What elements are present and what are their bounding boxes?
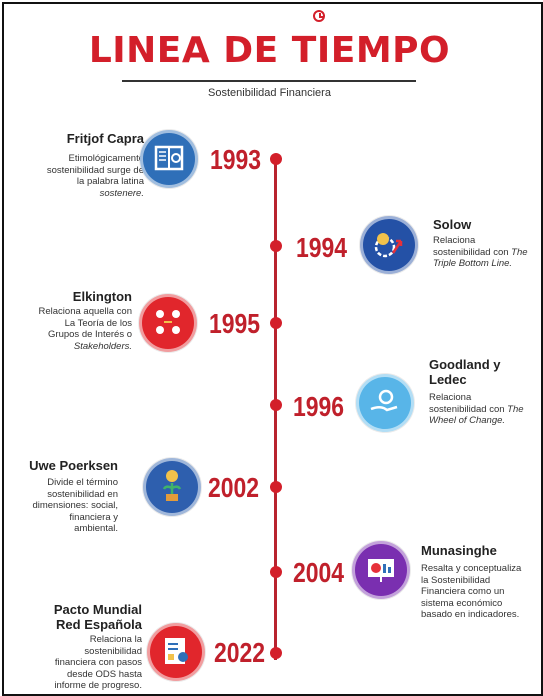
timeline-dot — [270, 566, 282, 578]
timeline-dot — [270, 317, 282, 329]
dashboard-icon — [352, 541, 410, 599]
timeline-dot — [270, 153, 282, 165]
year-1994: 1994 — [296, 232, 348, 263]
event-1993-name: Fritjof Capra — [66, 131, 144, 146]
title-divider — [122, 80, 416, 82]
timeline-dot — [270, 399, 282, 411]
event-2002-name: Uwe Poerksen — [29, 458, 118, 473]
timeline-dot — [270, 647, 282, 659]
money-gear-icon — [360, 216, 418, 274]
year-1996: 1996 — [293, 391, 345, 422]
year-2002: 2002 — [208, 472, 260, 503]
money-plant-icon — [143, 458, 201, 516]
page-title: LINEA DE TIEMPO — [88, 30, 451, 71]
event-1994-name: Solow — [433, 217, 472, 232]
year-2004: 2004 — [293, 557, 345, 588]
year-1993: 1993 — [210, 144, 262, 175]
book-search-icon — [140, 130, 198, 188]
year-2022: 2022 — [214, 637, 266, 668]
stakeholders-icon — [139, 294, 197, 352]
event-1995-name: Elkington — [72, 289, 132, 304]
clock-icon — [313, 10, 325, 22]
timeline-dot — [270, 481, 282, 493]
report-icon — [147, 623, 205, 681]
page-subtitle: Sostenibilidad Financiera — [208, 87, 331, 99]
hand-gear-icon — [356, 374, 414, 432]
event-2004-name: Munasinghe — [421, 543, 497, 558]
timeline-dot — [270, 240, 282, 252]
year-1995: 1995 — [209, 308, 261, 339]
